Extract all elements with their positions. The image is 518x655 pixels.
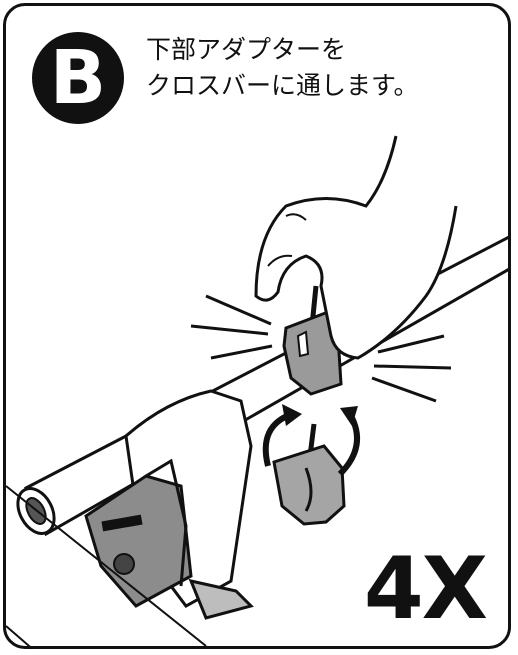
assembly-illustration — [6, 135, 508, 646]
hand-icon — [254, 135, 458, 360]
instruction-panel: B 下部アダプターを クロスバーに通します。 4X — [3, 3, 511, 649]
instruction-text: 下部アダプターを クロスバーに通します。 — [146, 32, 496, 104]
step-badge: B — [32, 32, 124, 124]
step-letter: B — [49, 35, 107, 121]
roof-foot-icon — [6, 389, 254, 646]
lower-adapter-icon — [272, 423, 346, 526]
instruction-line-1: 下部アダプターを — [146, 35, 347, 64]
motion-lines-icon — [190, 294, 452, 403]
rotate-arrows-icon — [262, 404, 360, 477]
quantity-label: 4X — [363, 539, 488, 639]
instruction-line-2: クロスバーに通します。 — [146, 71, 419, 100]
